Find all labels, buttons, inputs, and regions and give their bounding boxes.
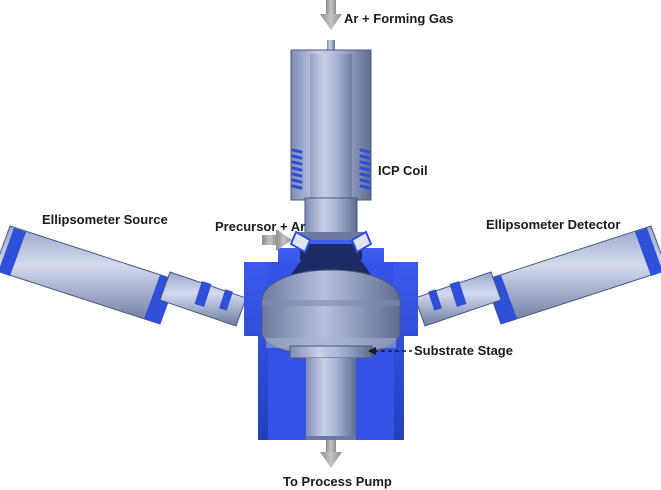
pump-arrow bbox=[320, 440, 342, 468]
stage-leader bbox=[368, 347, 412, 355]
substrate-stage bbox=[289, 345, 373, 436]
icp-coil bbox=[291, 148, 371, 190]
icp-source-tube bbox=[290, 49, 372, 240]
pump-pipe bbox=[306, 436, 356, 440]
precursor-nozzles bbox=[289, 230, 373, 254]
gas-inlet-arrow bbox=[320, 0, 342, 52]
source-label: Ellipsometer Source bbox=[42, 212, 168, 227]
gas-inlet-label: Ar + Forming Gas bbox=[344, 11, 454, 26]
detector-label: Ellipsometer Detector bbox=[486, 217, 621, 232]
precursor-label: Precursor + Ar bbox=[215, 219, 306, 234]
ellipsometer-detector bbox=[414, 225, 661, 327]
pump-label: To Process Pump bbox=[283, 474, 392, 489]
stage-label: Substrate Stage bbox=[414, 343, 513, 358]
ellipsometer-source bbox=[0, 225, 247, 327]
precursor-arrow bbox=[262, 229, 292, 251]
icp-coil-label: ICP Coil bbox=[378, 163, 428, 178]
